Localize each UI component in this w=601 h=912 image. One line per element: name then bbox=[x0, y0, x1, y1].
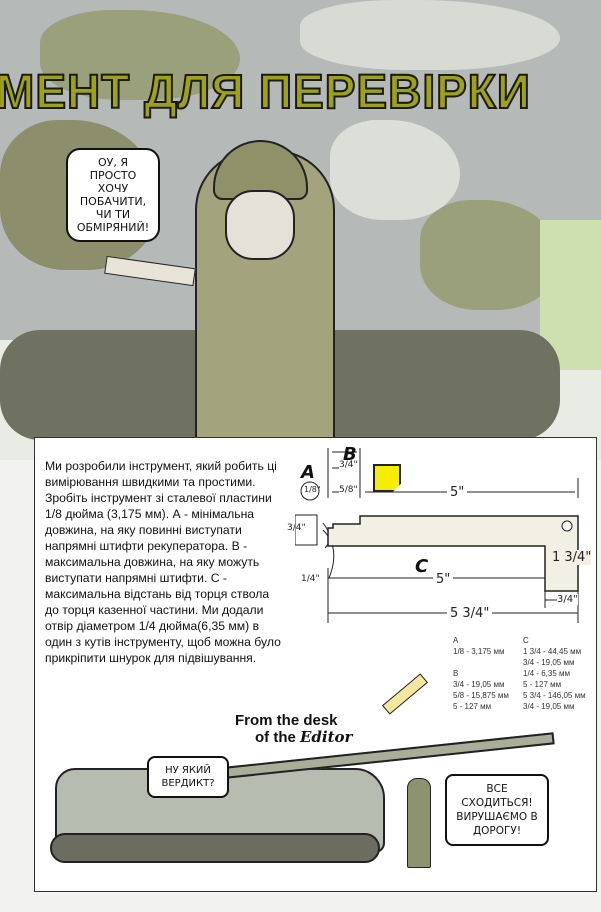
editor-line1: From the desk bbox=[235, 712, 338, 729]
camo-patch bbox=[330, 120, 460, 220]
editor-line2: of the bbox=[255, 729, 296, 746]
dim-bottom-34: 3/4" bbox=[557, 594, 578, 605]
speech-bubble-soldier: ОУ, Я ПРОСТО ХОЧУ ПОБАЧИТИ, ЧИ ТИ ОБМІРЯ… bbox=[66, 148, 160, 242]
editor-name: Editor bbox=[300, 728, 353, 746]
dim-b-58: 5/8" bbox=[339, 485, 358, 495]
camo-patch bbox=[420, 200, 560, 310]
page-title: МЕНТ ДЛЯ ПЕРЕВІРКИ bbox=[0, 63, 531, 120]
label-a: A bbox=[301, 462, 315, 483]
conversion-col-2: C 1 3/4 - 44,45 мм 3/4 - 19,05 мм 1/4 - … bbox=[523, 636, 586, 711]
camo-patch bbox=[40, 10, 240, 100]
dim-top-5: 5" bbox=[447, 485, 468, 500]
dim-a: 1/8" bbox=[304, 485, 321, 494]
soldier-face bbox=[225, 190, 295, 260]
speech-bubble-soldier-2: ВСЕ СХОДИТЬСЯ! ВИРУШАЄМО В ДОРОГУ! bbox=[445, 774, 549, 846]
dim-right-134: 1 3/4" bbox=[552, 550, 592, 565]
label-c: C bbox=[415, 556, 429, 577]
gauge-outline bbox=[327, 515, 579, 592]
thickness-circle bbox=[300, 481, 320, 501]
cartoon-soldier bbox=[407, 778, 431, 868]
dim-left-14: 1/4" bbox=[301, 574, 320, 584]
info-panel: Ми розробили інструмент, який робить ці … bbox=[34, 437, 597, 892]
instructions-text: Ми розробили інструмент, який робить ці … bbox=[45, 459, 281, 665]
editor-signature: From the desk of the Editor bbox=[235, 712, 352, 746]
dim-b-34: 3/4" bbox=[339, 460, 358, 470]
label-b: B bbox=[343, 444, 357, 465]
note-icon[interactable] bbox=[373, 464, 401, 492]
pencil-icon bbox=[381, 673, 429, 715]
conversion-col-1: A 1/8 - 3,175 мм B 3/4 - 19,05 мм 5/8 - … bbox=[453, 636, 509, 711]
dim-c-5: 5" bbox=[433, 572, 454, 587]
speech-bubble-tank: НУ ЯКИЙ ВЕРДИКТ? bbox=[147, 756, 229, 798]
comic-top-art: МЕНТ ДЛЯ ПЕРЕВІРКИ ОУ, Я ПРОСТО ХОЧУ ПОБ… bbox=[0, 0, 601, 460]
lanyard-hole bbox=[561, 520, 573, 532]
dim-total: 5 3/4" bbox=[447, 606, 493, 621]
cartoon-tracks bbox=[50, 833, 380, 863]
camo-patch bbox=[300, 0, 560, 70]
dim-left-34: 3/4" bbox=[287, 523, 306, 533]
